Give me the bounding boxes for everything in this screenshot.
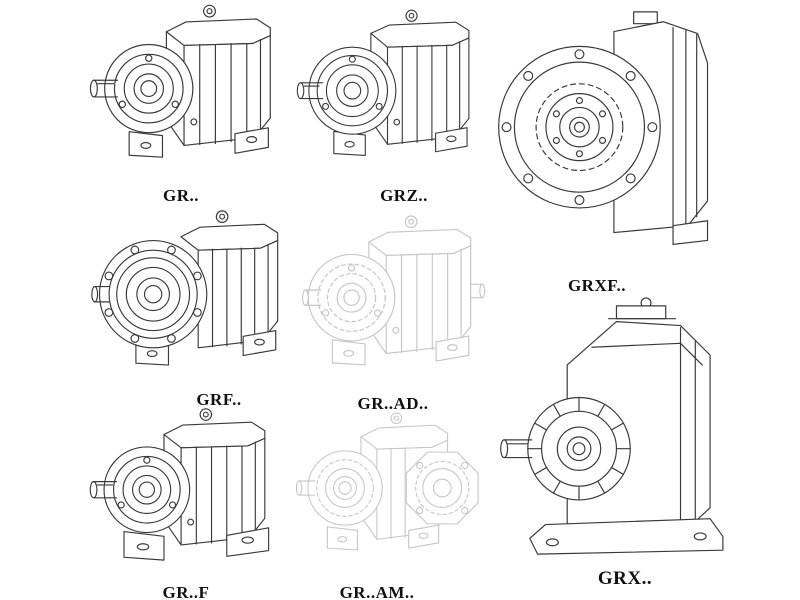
gr-am-gearbox-illustration [295,412,479,551]
gr-gearbox-illustration [89,4,271,158]
grz-label: GRZ.. [380,186,428,205]
grxf-gearbox-illustration [498,11,709,245]
gr-ad-label: GR..AD.. [357,394,429,413]
grx-label: GRX.. [597,568,653,589]
gr-f-label: GR..F [162,583,210,600]
grz-gearbox-illustration [296,9,470,156]
grxf-label: GRXF.. [567,276,627,295]
grf-gearbox-illustration [91,210,279,366]
gr-f-gearbox-illustration [89,408,270,561]
gr-am-label: GR..AM.. [339,583,415,600]
grf-label: GRF.. [196,390,242,409]
gr-label: GR.. [163,186,199,205]
gr-ad-gearbox-illustration [301,215,486,366]
grx-gearbox-illustration [500,297,724,555]
